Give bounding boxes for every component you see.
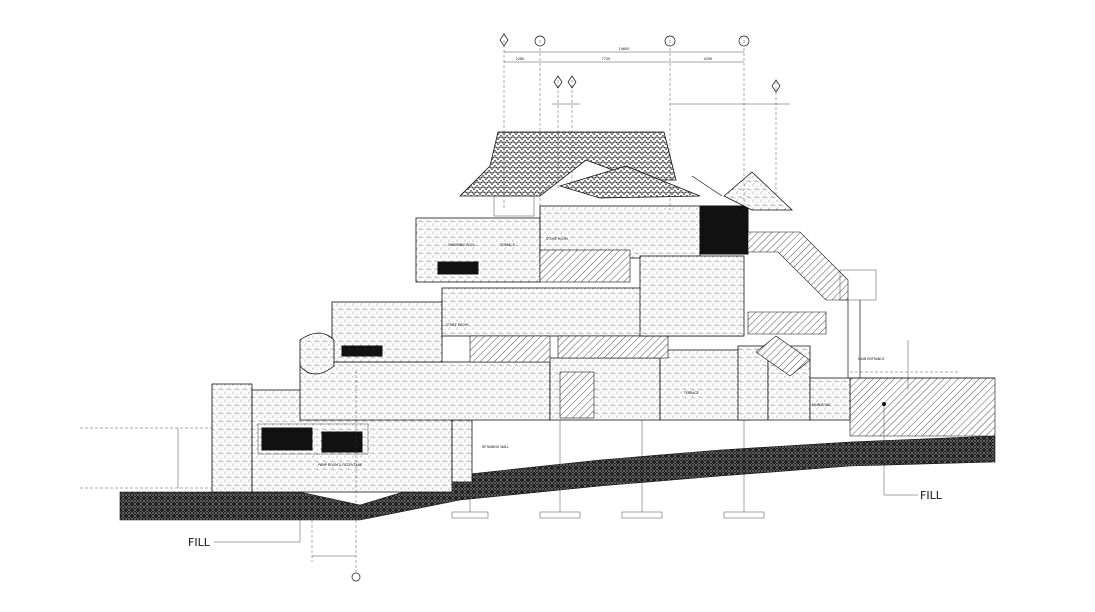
room-tag-main-entrance: MAIN ENTRANCE — [858, 357, 885, 361]
dimension-labels: 14600 2280 7720 4290 — [516, 47, 713, 61]
bottom-grid-bubble — [351, 572, 361, 582]
grid-bubble-1-label: 1 — [539, 40, 541, 44]
grid-lines — [80, 40, 960, 572]
top-dimension-2: 7720 — [602, 57, 611, 61]
room-tag-pump-room: PUMP ROOM & FILTER TANK — [318, 463, 363, 467]
grid-bubbles: 1 1 1 — [351, 33, 781, 582]
top-dimension-3: 4290 — [704, 57, 713, 61]
section-marker-a — [553, 75, 563, 89]
room-tag-swimming-pool: SWIMMING POOL — [448, 243, 475, 247]
grid-bubble-2-label: 1 — [669, 40, 671, 44]
level-4-block — [415, 205, 749, 337]
fill-label-left: FILL — [188, 536, 211, 549]
overall-dimension: 14600 — [619, 47, 630, 51]
room-tag-store-room-upper: STORE ROOM — [546, 237, 568, 241]
room-tag-retaining-wall: RETAINING WALL — [482, 445, 509, 449]
top-dimension-1: 2280 — [516, 57, 525, 61]
section-marker-c — [771, 79, 781, 93]
fill-callout-dot — [882, 402, 886, 406]
fill-label-right: FILL — [920, 489, 943, 502]
room-tag-terrace-lower: TERRACE — [683, 391, 699, 395]
room-tag-terrace-upper: TERRACE — [499, 243, 515, 247]
room-tag-main-road: MAIN ROAD — [812, 403, 831, 407]
grid-bubble-1 — [534, 35, 546, 47]
grid-bubble-2 — [664, 35, 676, 47]
room-tags: SWIMMING POOL TERRACE STORE ROOM STORE R… — [318, 237, 885, 467]
section-marker-b — [567, 75, 577, 89]
fill-callout-left: FILL — [188, 500, 301, 549]
section-marker-top — [499, 33, 509, 47]
roof-structures — [459, 131, 794, 217]
fill-callout-right: FILL — [882, 402, 943, 502]
grid-bubble-3 — [738, 35, 750, 47]
external-stair — [747, 231, 877, 378]
room-tag-store-room-lower: STORE ROOM — [446, 323, 468, 327]
grid-bubble-3-label: 1 — [743, 40, 745, 44]
ground-section — [119, 377, 996, 521]
